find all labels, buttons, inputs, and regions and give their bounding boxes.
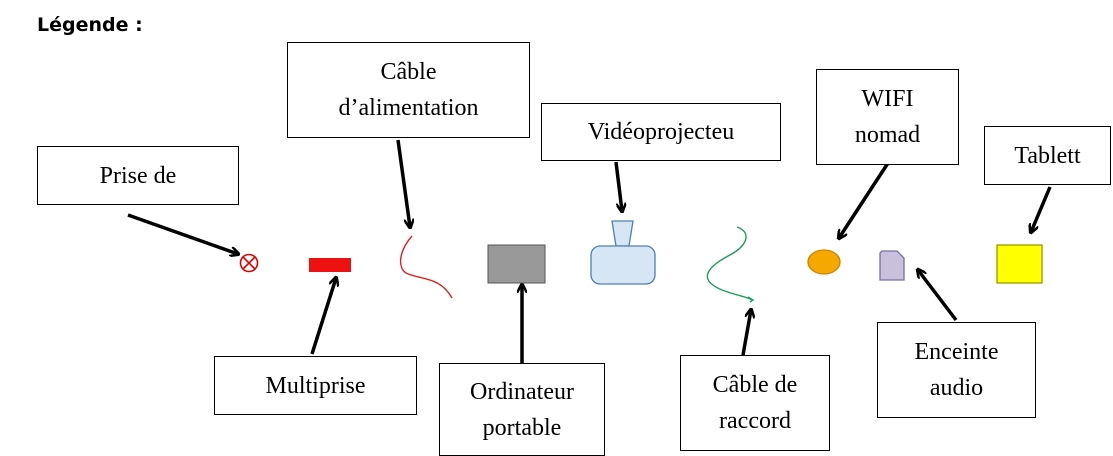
power-outlet-icon xyxy=(239,253,259,273)
arrow-cable-raccord xyxy=(741,310,751,356)
label-cable-raccord: Câble de raccord xyxy=(680,355,830,451)
arrow-multiprise xyxy=(310,278,336,355)
label-tablette: Tablett xyxy=(984,126,1111,185)
connection-cable-icon xyxy=(706,226,753,301)
label-cable-alimentation: Câble d’alimentation xyxy=(287,42,530,138)
arrow-cable-alimentation xyxy=(396,139,410,227)
label-prise: Prise de xyxy=(37,146,239,205)
wifi-hotspot-icon xyxy=(807,249,841,275)
arrow-prise xyxy=(127,213,238,254)
arrow-enceinte xyxy=(918,270,958,322)
power-strip-icon xyxy=(309,258,351,272)
speaker-icon xyxy=(879,250,905,281)
arrow-tablette xyxy=(1031,186,1052,232)
label-ordinateur: Ordinateur portable xyxy=(439,363,605,456)
power-cable-icon xyxy=(399,235,453,299)
label-enceinte: Enceinte audio xyxy=(877,322,1036,418)
tablet-icon xyxy=(996,244,1043,284)
label-wifi: WIFI nomad xyxy=(816,69,959,165)
legend-title: Légende : xyxy=(37,14,143,36)
label-videoprojecteur: Vidéoprojecteu xyxy=(541,103,781,161)
arrow-videoprojecteur xyxy=(614,161,622,211)
label-multiprise: Multiprise xyxy=(214,356,417,415)
laptop-icon xyxy=(487,244,546,284)
arrow-wifi xyxy=(839,162,890,238)
video-projector-icon xyxy=(590,220,656,285)
